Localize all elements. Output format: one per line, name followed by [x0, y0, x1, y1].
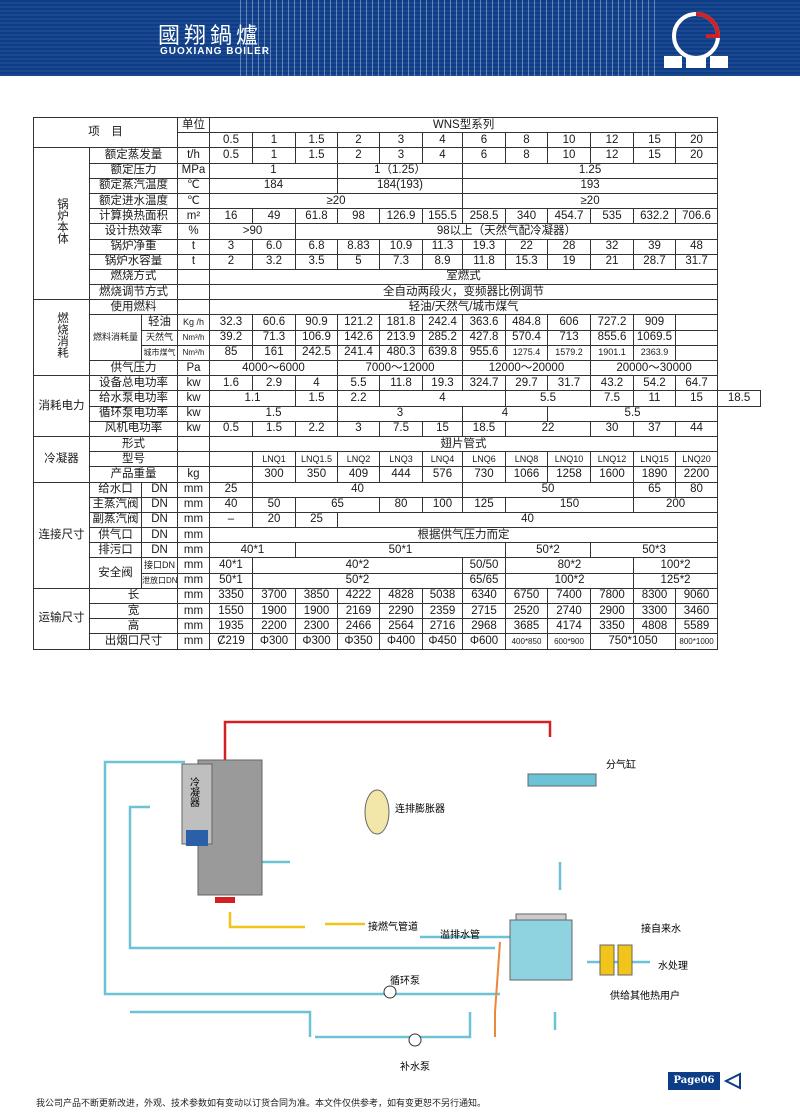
table-row: 安全阀 接口DN mm 40*1 40*2 50/50 80*2 100*2 [34, 557, 761, 589]
table-row: 冷凝器 形式 翅片管式 [33, 435, 761, 483]
model-cell: 1.5 [295, 132, 338, 149]
feed-pump-label: 补水泵 [400, 1060, 430, 1073]
steam-header-tank [527, 773, 597, 787]
table-row: 副蒸汽阀 DN mm – 20 25 40 [34, 511, 761, 529]
model-cell: 4 [422, 132, 463, 149]
overflow-label: 溢排水管 [440, 928, 480, 941]
expander-label: 连排膨胀器 [395, 802, 445, 815]
water-tank [509, 919, 573, 981]
water-pipes [103, 760, 650, 1039]
gas-pipe-label: 接燃气管道 [368, 920, 418, 933]
circulation-pump-icon [383, 985, 397, 999]
group-connection: 连接尺寸 [33, 481, 90, 589]
water-treatment-label: 水处理 [658, 960, 688, 972]
table-row: 设计热效率 % >90 98以上（天然气配冷凝器） [34, 223, 761, 240]
company-logo-icon [664, 12, 728, 68]
table-row: 排污口 DN mm 40*1 50*1 50*2 50*3 [34, 542, 761, 559]
group-transport: 运输尺寸 [33, 587, 90, 650]
brand-name-cn: 國翔鍋爐 [158, 24, 263, 49]
brand-name-en: GUOXIANG BOILER [160, 46, 271, 57]
series-header: WNS型系列 [208, 116, 719, 134]
footer-notice: 我公司产品不断更新改进，外观、技术参数如有变动以订货合同为准。本文件仅供参考，如… [36, 1099, 487, 1109]
expander-tank [364, 789, 390, 835]
table-row: 泄放口DN mm 50*1 50*2 65/65 100*2 125*2 [34, 572, 761, 589]
table-row: 循环泵电功率 kw 1.5 3 4 5.5 [34, 405, 761, 422]
circulation-pump-label: 循环泵 [390, 974, 420, 987]
table-row: 额定进水温度 ℃ ≥20 ≥20 [34, 192, 761, 210]
model-cell: 12 [590, 132, 634, 149]
table-row: 燃烧调节方式 全自动两段火，变频器比例调节 [34, 284, 761, 301]
group-boiler-body: 锅炉本体 [33, 147, 90, 301]
drain-line [494, 941, 501, 1037]
header-banner: 國翔鍋爐 GUOXIANG BOILER [0, 0, 800, 76]
table-header-row: 项 目 单位 WNS型系列 [33, 116, 761, 149]
model-cell: 3 [379, 132, 423, 149]
steam-line [223, 720, 552, 782]
header-tank-label: 分气缸 [606, 758, 636, 771]
table-row: 主蒸汽阀 DN mm 40 50 65 80 100 125 150 200 [34, 496, 761, 513]
model-cell: 8 [505, 132, 548, 149]
model-cell: 20 [674, 132, 719, 149]
model-cell: 6 [462, 132, 506, 149]
table-row: 燃烧消耗 使用燃料 轻油/天然气/城市煤气 [33, 299, 761, 377]
table-row: 额定蒸汽温度 ℃ 184 184(193) 193 [34, 177, 761, 194]
feed-pump-icon [408, 1033, 422, 1047]
model-cell: 2 [337, 132, 380, 149]
table-row: 燃烧方式 室燃式 [34, 268, 761, 286]
col-item-header: 项 目 [33, 116, 178, 149]
col-unit-header: 单位 [177, 116, 210, 134]
header-wave-pattern [240, 0, 660, 76]
water-treatment-unit [599, 944, 615, 976]
gas-line [228, 912, 305, 929]
table-row: 额定压力 MPa 1 1（1.25） 1.25 [34, 162, 761, 179]
group-condenser: 冷凝器 [33, 435, 90, 483]
tap-water-label: 接自来水 [641, 922, 681, 935]
page-back-arrow-icon[interactable] [722, 1072, 742, 1090]
model-cell: 0.5 [209, 132, 253, 149]
process-flow-diagram: 冷凝器 连排膨胀器 分气缸 接燃气管道 溢排水管 接自来水 水处理 供给其他热用… [103, 720, 688, 1073]
table-row: 给水泵电功率 kw 1.1 1.5 2.2 4 5.5 7.5 11 15 18… [34, 390, 762, 407]
group-power: 消耗电力 [33, 375, 90, 437]
model-cell: 10 [547, 132, 591, 149]
model-cell: 1 [252, 132, 296, 149]
group-fuel: 燃烧消耗 [33, 299, 90, 377]
heat-users-label: 供给其他热用户 [610, 989, 680, 1002]
table-row: 供气口 DN mm 根据供气压力而定 [34, 527, 761, 544]
table-row: 风机电功率 kw 0.5 1.5 2.2 3 7.5 15 18.5 22 30… [34, 420, 761, 437]
table-model-row: 0.5 1 1.5 2 3 4 6 8 10 12 15 20 [34, 132, 761, 149]
spec-table: 项 目 单位 WNS型系列 0.5 1 1.5 2 3 4 6 8 10 12 … [33, 116, 762, 650]
table-row: 连接尺寸 给水口 DN mm 25 40 50 65 80 [33, 481, 761, 589]
condenser-label: 冷凝器 [188, 776, 200, 808]
page-number: Page06 [668, 1072, 720, 1090]
table-row: 供气压力 Pa 4000～6000 7000～12000 12000～20000… [34, 359, 761, 377]
model-cell: 15 [633, 132, 676, 149]
